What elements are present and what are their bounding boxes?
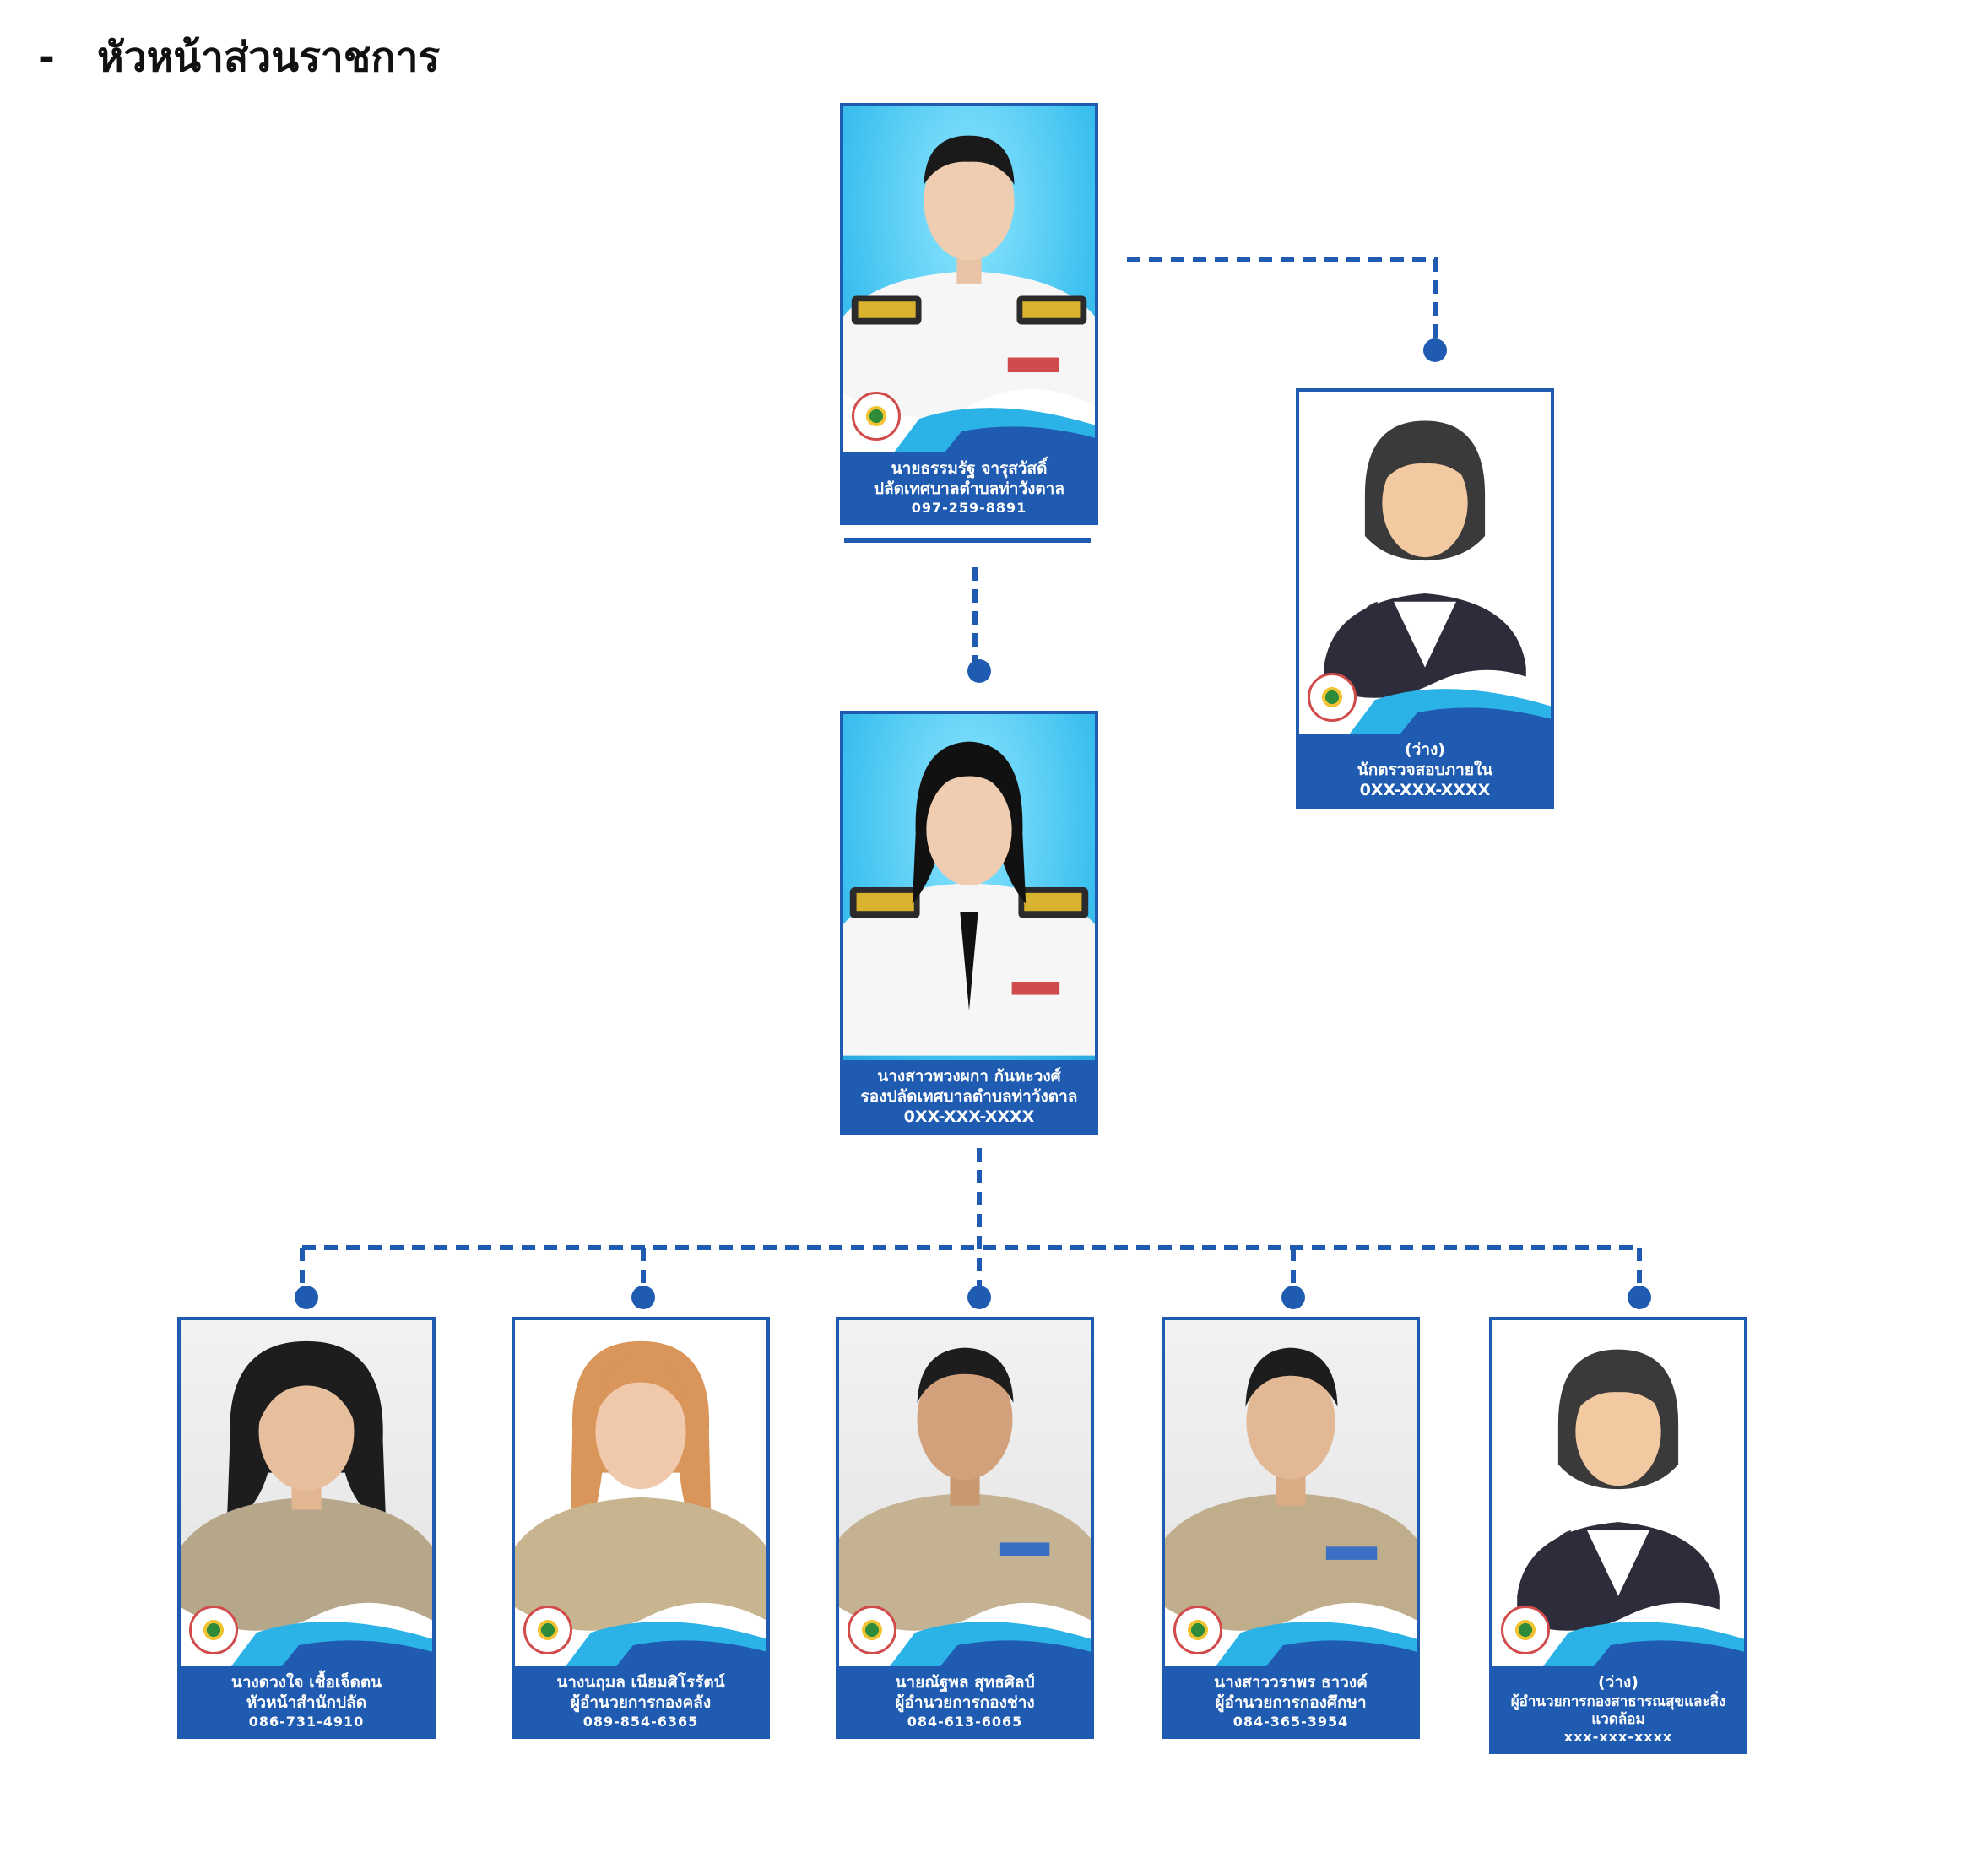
card-chief-name: นายธรรมรัฐ จารุสวัสดิ์ [891,459,1048,478]
municipality-seal-icon [1173,1606,1222,1654]
connector-dot-4 [1281,1286,1305,1309]
card-education-label: นางสาววราพร ธาวงค์ ผู้อำนวยการกองศึกษา 0… [1165,1666,1417,1736]
card-finance-name: นางนฤมล เนียมศิโรรัตน์ [556,1673,725,1692]
connector-chief-auditor [1127,257,1438,346]
municipality-seal-icon [1308,673,1357,722]
person-woman-white-uniform-icon [843,741,1095,1056]
card-office-head: นางดวงใจ เชื้อเจ็ดตน หัวหน้าสำนักปลัด 08… [177,1317,436,1739]
card-health-label: (ว่าง) ผู้อำนวยการกองสาธารณสุขและสิ่งแวด… [1492,1666,1744,1751]
photo-auditor [1299,392,1551,734]
photo-chief [843,106,1095,452]
card-auditor-position: นักตรวจสอบภายใน [1357,760,1493,779]
card-education-name: นางสาววราพร ธาวงค์ [1214,1673,1368,1692]
card-health-phone: xxx-xxx-xxxx [1563,1729,1673,1746]
card-engineering-phone: 084-613-6065 [907,1713,1023,1730]
photo-education [1165,1320,1417,1666]
card-chief-position: ปลัดเทศบาลตำบลท่าวังตาล [874,479,1064,498]
wave-decoration [1299,669,1551,734]
connector-dot-3 [967,1286,991,1309]
wave-decoration [1165,1602,1417,1666]
wave-decoration [181,1602,432,1666]
card-engineering-name: นายณัฐพล สุทธศิลป์ [895,1673,1035,1692]
card-auditor-name: (ว่าง) [1405,740,1445,759]
card-education: นางสาววราพร ธาวงค์ ผู้อำนวยการกองศึกษา 0… [1162,1317,1420,1739]
card-office-head-phone: 086-731-4910 [248,1713,365,1730]
card-engineering: นายณัฐพล สุทธศิลป์ ผู้อำนวยการกองช่าง 08… [836,1317,1094,1739]
card-deputy: นางสาวพวงผกา กันทะวงศ์ รองปลัดเทศบาลตำบล… [840,711,1098,1136]
card-chief-label: นายธรรมรัฐ จารุสวัสดิ์ ปลัดเทศบาลตำบลท่า… [843,452,1095,522]
card-health: (ว่าง) ผู้อำนวยการกองสาธารณสุขและสิ่งแวด… [1489,1317,1747,1755]
card-deputy-position: รองปลัดเทศบาลตำบลท่าวังตาล [860,1086,1078,1106]
wave-decoration [1492,1602,1744,1666]
card-office-head-label: นางดวงใจ เชื้อเจ็ดตน หัวหน้าสำนักปลัด 08… [181,1666,432,1736]
photo-health [1492,1320,1744,1666]
card-education-position: ผู้อำนวยการกองศึกษา [1215,1692,1367,1712]
card-education-phone: 084-365-3954 [1232,1713,1349,1730]
section-heading: -หัวหน้าส่วนราชการ [38,25,440,89]
connector-dot-5 [1628,1286,1651,1309]
connector-dot-deputy [967,659,991,683]
heading-title: หัวหน้าส่วนราชการ [97,34,441,81]
card-office-head-position: หัวหน้าสำนักปลัด [246,1692,367,1712]
photo-engineering [839,1320,1091,1666]
wave-decoration [515,1602,766,1666]
connector-dot-2 [631,1286,655,1309]
photo-office-head [181,1320,432,1666]
card-finance: นางนฤมล เนียมศิโรรัตน์ ผู้อำนวยการกองคลั… [512,1317,770,1739]
photo-deputy [843,714,1095,1060]
card-engineering-label: นายณัฐพล สุทธศิลป์ ผู้อำนวยการกองช่าง 08… [839,1666,1091,1736]
photo-finance [515,1320,766,1666]
card-finance-label: นางนฤมล เนียมศิโรรัตน์ ผู้อำนวยการกองคลั… [515,1666,766,1736]
card-chief: นายธรรมรัฐ จารุสวัสดิ์ ปลัดเทศบาลตำบลท่า… [840,103,1098,525]
card-health-position: ผู้อำนวยการกองสาธารณสุขและสิ่งแวดล้อม [1510,1692,1726,1728]
wave-decoration [839,1602,1091,1666]
placeholder-avatar-icon [1517,1349,1720,1662]
card-deputy-label: นางสาวพวงผกา กันทะวงศ์ รองปลัดเทศบาลตำบล… [843,1060,1095,1132]
municipality-seal-icon [1501,1606,1550,1654]
card-engineering-position: ผู้อำนวยการกองช่าง [895,1692,1035,1712]
card-chief-phone: 097-259-8891 [911,499,1027,516]
municipality-seal-icon [852,392,901,441]
card-finance-position: ผู้อำนวยการกองคลัง [570,1692,712,1712]
municipality-seal-icon [189,1606,238,1654]
card-deputy-phone: 0XX-XXX-XXXX [903,1107,1035,1126]
placeholder-avatar-icon [1324,420,1526,729]
connector-dot-1 [295,1286,318,1309]
heading-bullet: - [38,34,55,81]
card-auditor-phone: 0XX-XXX-XXXX [1359,780,1491,799]
connector-dot-auditor [1423,338,1447,362]
card-auditor: (ว่าง) นักตรวจสอบภายใน 0XX-XXX-XXXX [1296,388,1554,810]
card-finance-phone: 089-854-6365 [582,1713,699,1730]
chief-underline [844,538,1091,543]
card-office-head-name: นางดวงใจ เชื้อเจ็ดตน [230,1673,382,1692]
wave-decoration [843,388,1095,452]
card-auditor-label: (ว่าง) นักตรวจสอบภายใน 0XX-XXX-XXXX [1299,734,1551,805]
card-health-name: (ว่าง) [1598,1673,1639,1692]
card-deputy-name: นางสาวพวงผกา กันทะวงศ์ [877,1067,1061,1086]
municipality-seal-icon [523,1606,572,1654]
municipality-seal-icon [848,1606,896,1654]
